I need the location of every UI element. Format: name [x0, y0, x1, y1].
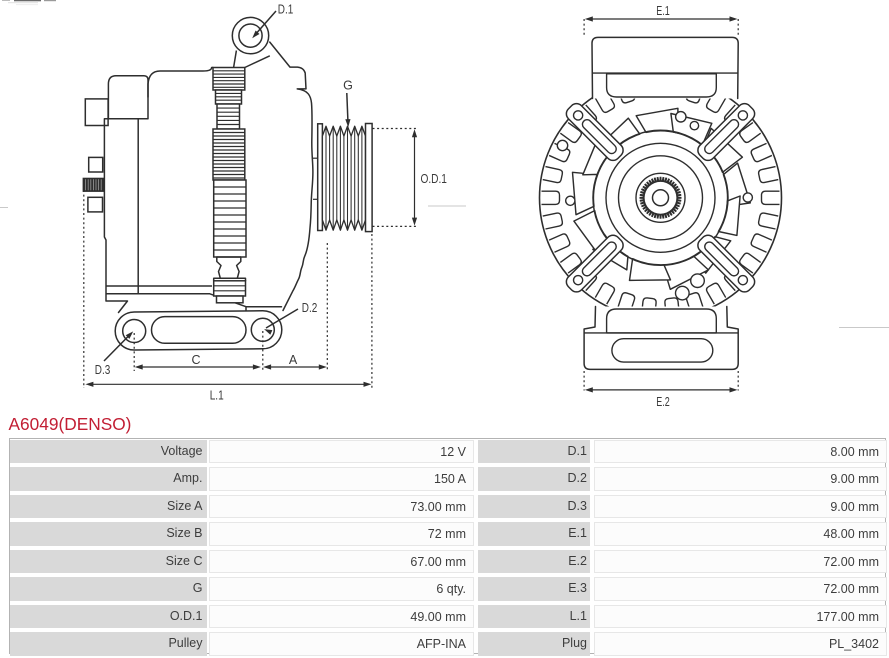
svg-text:E.1: E.1: [656, 4, 670, 18]
svg-text:C: C: [191, 353, 200, 367]
svg-text:A: A: [289, 353, 298, 367]
svg-text:L.1: L.1: [210, 389, 224, 403]
svg-text:D.2: D.2: [302, 301, 318, 315]
svg-text:E.2: E.2: [656, 395, 670, 409]
svg-text:D.1: D.1: [278, 3, 294, 17]
svg-text:G: G: [343, 79, 353, 93]
svg-text:D.3: D.3: [95, 363, 111, 377]
svg-text:O.D.1: O.D.1: [420, 172, 447, 186]
